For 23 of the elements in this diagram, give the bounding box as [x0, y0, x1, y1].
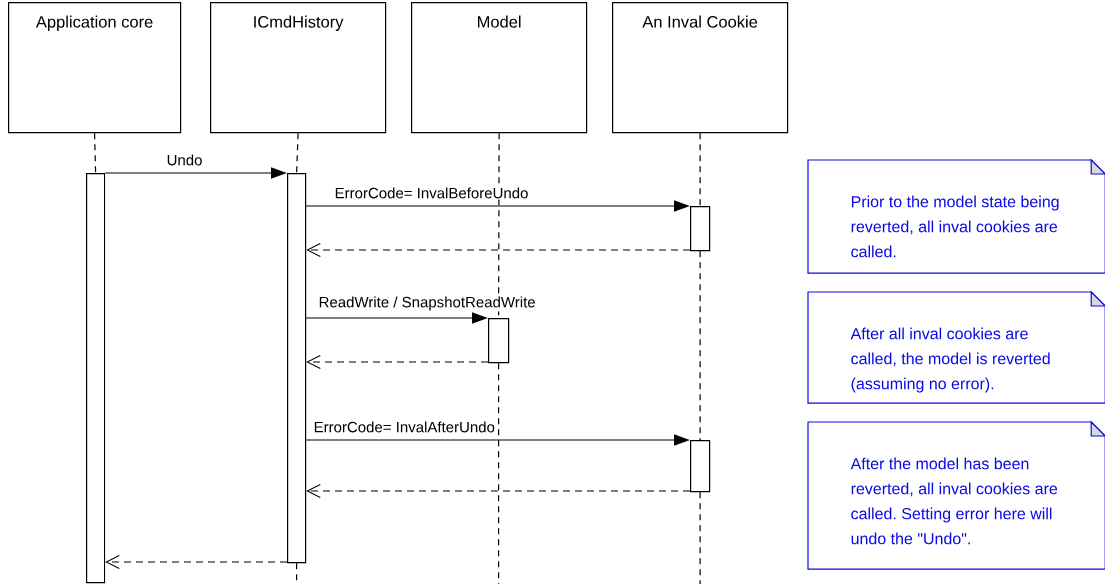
message-label: ReadWrite / SnapshotReadWrite	[319, 296, 535, 311]
message-arrow	[306, 484, 691, 498]
activation-bar	[287, 173, 307, 564]
message-arrow	[306, 355, 489, 369]
message-label: ErrorCode= InvalAfterUndo	[314, 421, 495, 433]
message-arrow	[306, 243, 691, 257]
activation-bar	[690, 206, 711, 252]
lifeline	[699, 132, 701, 207]
activation-bar	[690, 440, 711, 493]
message-arrow	[105, 555, 288, 569]
message-label: ErrorCode= InvalBeforeUndo	[335, 187, 528, 199]
lifeline	[699, 250, 701, 441]
lifeline	[498, 362, 500, 584]
activation-bar	[488, 318, 510, 364]
lifeline-head-box: Application core	[8, 2, 182, 134]
activation-bar	[86, 173, 106, 584]
lifeline-head-box: ICmdHistory	[210, 2, 387, 134]
lifeline-head-box: An Inval Cookie	[612, 2, 789, 134]
lifeline	[94, 132, 97, 174]
message-label: Undo	[167, 154, 202, 166]
lifeline	[296, 132, 299, 174]
lifeline-head-box: Model	[411, 2, 588, 134]
lifeline	[699, 491, 701, 584]
